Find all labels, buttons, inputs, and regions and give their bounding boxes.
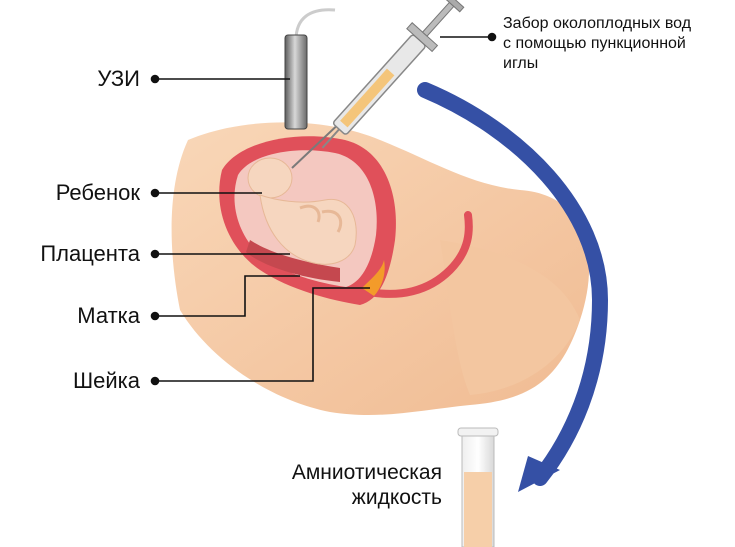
syringe — [321, 0, 465, 149]
fetus — [247, 157, 357, 265]
fluid-label-line1: Амниотическая — [291, 461, 442, 484]
leader-uterus — [155, 275, 300, 317]
label-uterus: Матка — [77, 303, 140, 328]
leader-cervix — [155, 287, 370, 382]
needle-note-line1: Забор околоплодных вод — [503, 15, 692, 32]
leader-lines — [150, 32, 497, 386]
placenta-shape — [246, 240, 340, 282]
needle-note-line2: с помощью пункционной — [503, 35, 686, 52]
transfer-arrow-head — [518, 456, 560, 492]
transfer-arrow-line — [417, 82, 609, 486]
vaginal-canal — [356, 211, 473, 298]
test-tube — [457, 427, 499, 547]
label-placenta: Плацента — [40, 241, 140, 266]
needle-note: Забор околоплодных вод с помощью пункцио… — [503, 14, 691, 74]
needle-note-line3: иглы — [503, 55, 539, 72]
fluid-label-line2: жидкость — [351, 486, 442, 509]
lower-body — [440, 240, 580, 395]
fluid-label: Амниотическая жидкость — [250, 460, 442, 510]
cervix-plug — [362, 260, 385, 296]
label-cervix: Шейка — [72, 368, 140, 393]
ultrasound-probe — [284, 8, 336, 130]
label-ultrasound: УЗИ — [97, 66, 140, 91]
label-baby: Ребенок — [55, 180, 140, 205]
